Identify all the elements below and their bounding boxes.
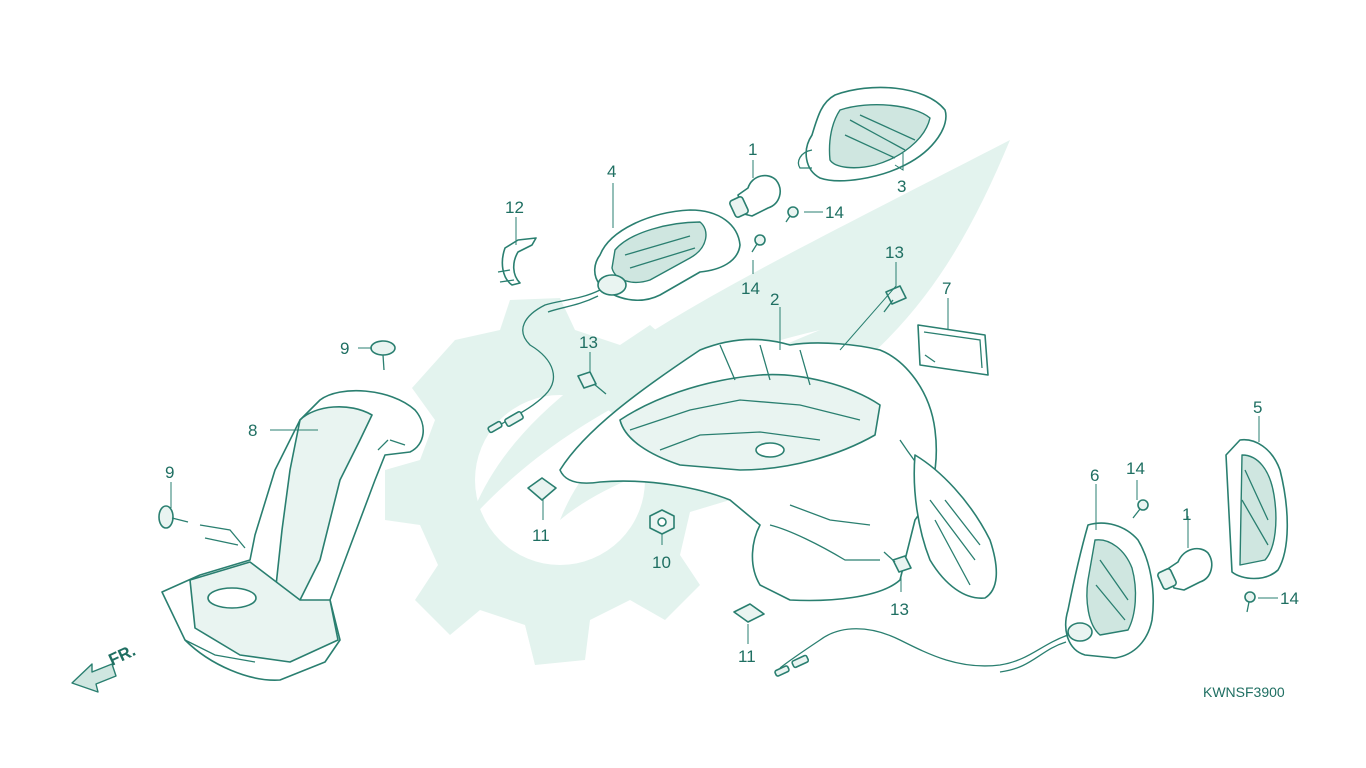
callout-14: 14 <box>1126 459 1145 478</box>
callout-10: 10 <box>652 553 671 572</box>
screw-part-9-b <box>158 505 189 529</box>
tail-light-lens-part-3 <box>797 86 947 182</box>
callout-6: 6 <box>1090 466 1099 485</box>
callout-11: 11 <box>738 647 756 666</box>
bulb-part-1-lower <box>1157 547 1213 591</box>
diagram-code: KWNSF3900 <box>1203 684 1285 700</box>
screw-part-14-c <box>1132 499 1149 519</box>
clip-part-11-a <box>527 477 557 501</box>
callout-2: 2 <box>770 290 779 309</box>
bolt-part-13-b <box>577 371 607 395</box>
bolt-part-13-c <box>883 551 912 573</box>
nut-part-10 <box>649 509 675 535</box>
rear-fender-part-2 <box>559 338 998 602</box>
callout-9: 9 <box>340 339 349 358</box>
screw-part-14-b <box>751 234 766 253</box>
leader-lines <box>170 153 1278 644</box>
clip-part-11-b <box>733 603 765 623</box>
callout-14: 14 <box>825 203 844 222</box>
callout-5: 5 <box>1253 398 1262 417</box>
callout-14: 14 <box>741 279 760 298</box>
callout-labels: 1 1 2 3 4 5 6 7 8 9 9 10 11 11 12 13 13 … <box>165 140 1299 666</box>
callout-1: 1 <box>1182 505 1191 524</box>
callout-11: 11 <box>532 526 550 545</box>
screw-part-14-a <box>785 206 799 223</box>
clamp-part-12 <box>497 237 537 286</box>
screw-part-14-d <box>1244 591 1256 613</box>
bulb-part-1-upper <box>729 174 781 218</box>
callout-12: 12 <box>505 198 524 217</box>
callout-4: 4 <box>607 162 616 181</box>
callout-7: 7 <box>942 279 951 298</box>
turn-signal-lens-part-5 <box>1225 439 1289 580</box>
callout-13: 13 <box>890 600 909 619</box>
turn-signal-housing-part-6 <box>774 522 1155 677</box>
callout-9: 9 <box>165 463 174 482</box>
callout-13: 13 <box>579 333 598 352</box>
bolt-part-13-a <box>883 285 907 313</box>
callout-3: 3 <box>897 177 906 196</box>
turn-signal-housing-part-4 <box>487 209 741 434</box>
front-direction-arrow: FR. <box>71 641 139 693</box>
callout-14: 14 <box>1280 589 1299 608</box>
callout-1: 1 <box>748 140 757 159</box>
callout-8: 8 <box>248 421 257 440</box>
reflector-part-7 <box>917 324 989 376</box>
inner-panel-part-8 <box>161 389 424 681</box>
screw-part-9-a <box>370 340 396 371</box>
callout-13: 13 <box>885 243 904 262</box>
